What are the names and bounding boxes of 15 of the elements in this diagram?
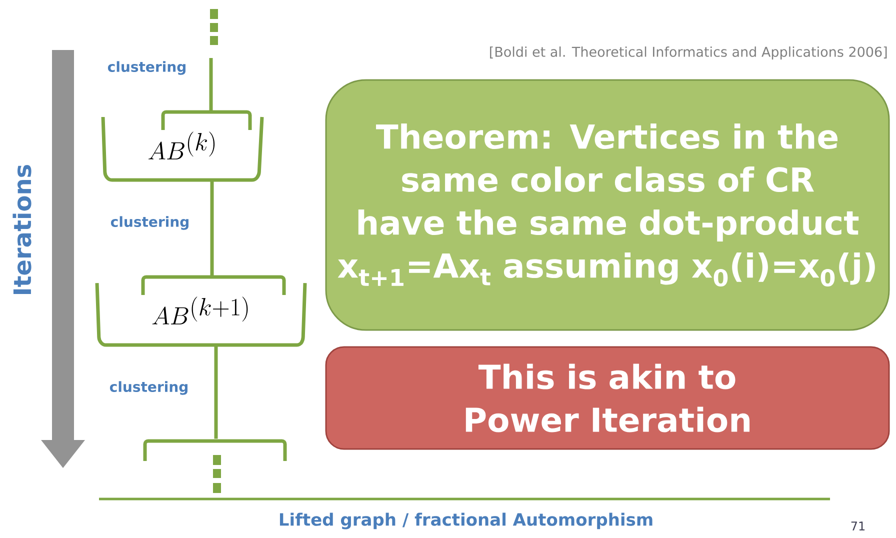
edge-label: clustering: [108, 61, 186, 75]
citation-text: [Boldi et al. Theoretical Informatics and Applications 2006]: [490, 46, 887, 60]
bracket-group: $AB^{(k+1)}$: [95, 275, 307, 347]
axis-title: Lifted graph / fractional Automorphism: [280, 512, 652, 530]
connector-line: [209, 58, 213, 111]
bracket-group: $AB^{(k)}$: [101, 110, 264, 182]
connector-line: [210, 180, 214, 276]
edge-label: clustering: [110, 216, 188, 230]
axis-title: Iterations: [12, 165, 32, 294]
note-box: This is akin to Power Iteration: [325, 346, 890, 450]
theorem-box: Theorem: Vertices in the same color class of CR have the same dot-product x$_{t+1}$=Ax$_{t}$ assuming x$_{0}$(i)=x$_{0}$(j): [325, 79, 890, 331]
page-number: 71: [851, 522, 865, 530]
connector-line: [214, 345, 218, 439]
edge-label: clustering: [110, 381, 188, 395]
bracket-line: [143, 439, 287, 461]
